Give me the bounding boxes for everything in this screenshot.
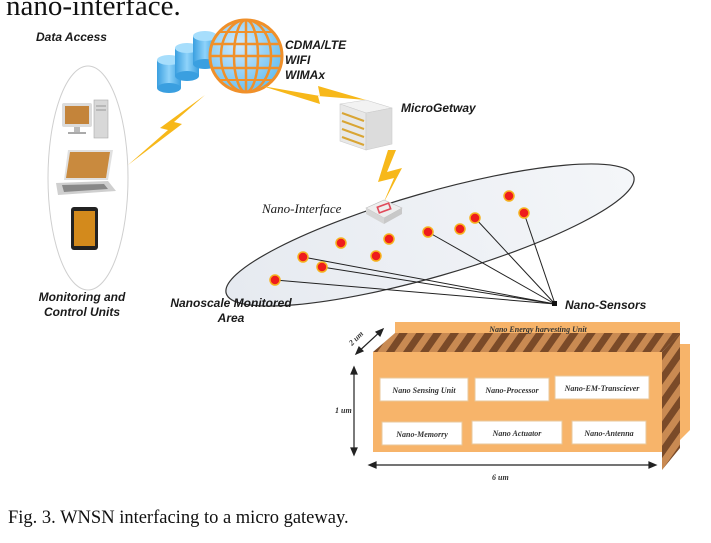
nano-sensor-node: [373, 322, 690, 470]
sensor-dot: [335, 237, 347, 249]
lightning-icon: [128, 95, 205, 165]
sensor-dot: [469, 212, 481, 224]
desktop-computer-icon: [62, 99, 109, 139]
monitoring-units-label-line2: Control Units: [44, 305, 120, 319]
monitored-area-label-line2: Area: [217, 311, 245, 325]
sensor-dot: [422, 226, 434, 238]
sensor-dot: [503, 190, 515, 202]
network-type-label: WIMAx: [285, 68, 325, 82]
sensor-dots: [269, 190, 530, 286]
depth-dimension-label: 2 um: [346, 329, 365, 348]
component-label: Nano-Memorry: [395, 430, 448, 439]
component-label: Nano Sensing Unit: [391, 386, 456, 395]
sensor-dot: [383, 233, 395, 245]
heading-fragment: nano-interface.: [6, 0, 181, 22]
component-label: Nano-Processor: [484, 386, 539, 395]
data-access-label: Data Access: [36, 30, 107, 44]
sensor-dot: [316, 261, 328, 273]
lightning-icon: [378, 150, 402, 204]
height-dimension-label: 1 um: [335, 406, 352, 415]
nano-sensors-hub: [552, 301, 557, 306]
component-box: [471, 420, 563, 445]
sensor-dot: [370, 250, 382, 262]
component-label: Nano Actuator: [492, 429, 543, 438]
nano-interface-icon: [365, 199, 403, 224]
tablet-icon: [71, 207, 98, 250]
figure-caption: Fig. 3. WNSN interfacing to a micro gate…: [8, 508, 349, 528]
monitoring-units-label-line1: Monitoring and: [38, 290, 126, 304]
database-icon: [157, 31, 217, 93]
network-type-label: CDMA/LTE: [285, 38, 347, 52]
micro-gateway-icon: [339, 99, 393, 151]
component-box: [379, 377, 469, 402]
nano-interface-label: Nano-Interface: [262, 201, 342, 216]
dimension-arrows: [350, 327, 658, 469]
sensor-dot: [454, 223, 466, 235]
sensor-links: [274, 212, 556, 305]
monitored-area-label-line1: Nanoscale Monitored: [170, 296, 292, 310]
sensor-dot: [269, 274, 281, 286]
nano-sensors-label: Nano-Sensors: [565, 298, 647, 312]
sensor-dot: [518, 207, 530, 219]
micro-gateway-label: MicroGetway: [401, 101, 476, 115]
component-box: [554, 375, 650, 400]
sensor-dot: [297, 251, 309, 263]
width-dimension-label: 6 um: [492, 473, 509, 482]
laptop-icon: [56, 150, 116, 195]
component-box: [474, 377, 550, 402]
component-box: [381, 421, 463, 446]
lightning-icon: [262, 86, 366, 104]
component-label: Nano-Antenna: [583, 429, 633, 438]
globe-icon: [208, 18, 284, 94]
network-type-label: WIFI: [285, 53, 311, 67]
component-label: Nano-EM-Transciever: [564, 384, 641, 393]
component-box: [571, 420, 647, 445]
energy-unit-label: Nano Energy harvesting Unit: [488, 325, 587, 334]
